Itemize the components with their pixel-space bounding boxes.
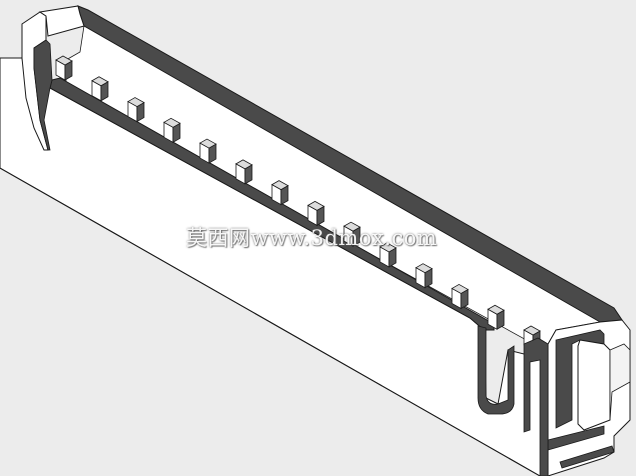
right-u-latch — [477, 325, 515, 415]
pin-3 — [127, 97, 145, 123]
housing-bottom-edge — [0, 167, 541, 476]
pin-1 — [55, 55, 73, 81]
pin-5 — [199, 138, 217, 164]
watermark-text: 莫西网www.3dmox.com — [186, 226, 438, 250]
pin-7 — [271, 180, 289, 206]
left-latch-dark — [33, 39, 53, 151]
right-bottom-slot-2 — [559, 445, 615, 469]
pin-4 — [163, 117, 181, 143]
pin-row — [55, 55, 541, 351]
right-inner-latch — [523, 337, 549, 476]
pin-11 — [415, 263, 433, 289]
pin-8 — [307, 200, 325, 227]
pin-6 — [235, 159, 253, 185]
right-latch-side — [609, 343, 631, 421]
pin-10 — [379, 242, 397, 268]
pin-12 — [451, 284, 469, 310]
right-latch — [577, 339, 611, 431]
left-end-wall — [38, 5, 85, 37]
pin-13 — [487, 304, 505, 330]
pin-9 — [343, 221, 361, 247]
pin-2 — [91, 76, 109, 102]
